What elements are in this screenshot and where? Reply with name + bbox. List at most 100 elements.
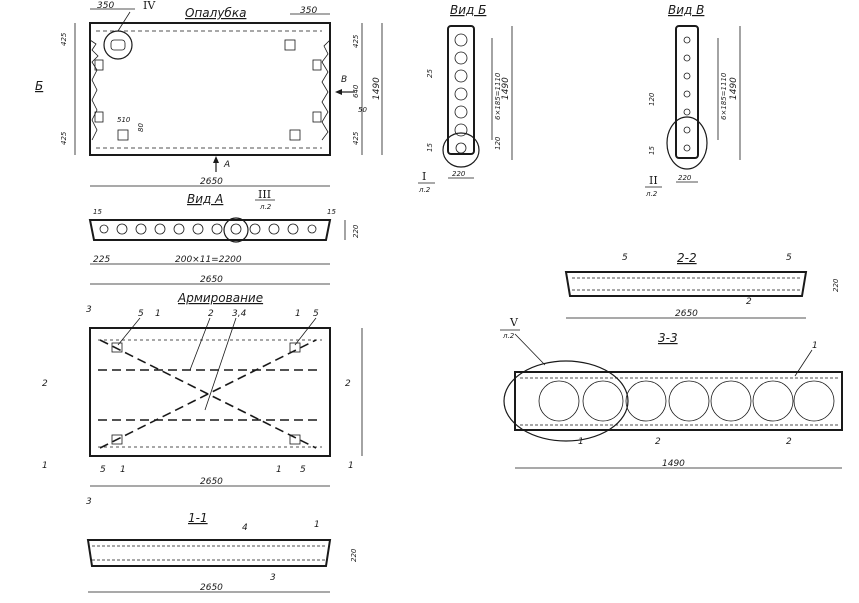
dim-220: 220	[452, 170, 466, 178]
dim-220: 220	[350, 548, 358, 562]
mark-5: 5	[313, 309, 319, 319]
mark-1: 1	[812, 341, 818, 351]
section-2-2: 2-2 5 5 2 220 2650	[564, 251, 840, 319]
view-v: Вид В 6×185=1110 1490 120 15 220 II л.2	[645, 3, 741, 198]
embed-plate	[117, 129, 129, 141]
hole	[454, 69, 468, 83]
sec33-title: 3-3	[658, 331, 678, 345]
dim-425-top-right: 425	[352, 34, 360, 48]
hole	[454, 51, 468, 65]
sec11-title: 1-1	[188, 511, 208, 525]
embed-plate	[312, 111, 322, 123]
hole	[99, 224, 109, 234]
hole	[287, 223, 299, 235]
hole	[268, 223, 280, 235]
hole	[683, 36, 691, 44]
dim-120: 120	[648, 92, 656, 106]
mark-2: 2	[208, 309, 214, 319]
dim-220: 220	[832, 278, 840, 292]
arrowhead	[335, 89, 342, 95]
section-3-bottom: 3	[86, 497, 92, 507]
hole	[455, 142, 467, 154]
lifting-loop-slot	[110, 39, 126, 51]
embed	[289, 342, 301, 353]
hole	[307, 224, 317, 234]
dim-15-left: 15	[93, 208, 102, 216]
view-b-marker: Б	[35, 79, 43, 93]
sheet-ref: л.2	[502, 332, 515, 340]
embed	[289, 434, 301, 445]
callout-v: V	[509, 316, 519, 329]
formwork-right-key	[321, 39, 331, 141]
detail-iv-circle	[103, 30, 133, 60]
arrowhead	[213, 156, 219, 163]
dim-15: 15	[648, 146, 656, 155]
view-v-marker: В	[341, 75, 347, 85]
detail-ii-circle	[666, 116, 708, 170]
formwork-view: Опалубка 350 IV 350 425 425 425 640 425 …	[35, 0, 383, 187]
dim-220: 220	[678, 174, 692, 182]
mark-3: 3	[270, 573, 276, 583]
view-a-title: Вид А	[187, 192, 223, 206]
void	[582, 380, 624, 422]
embed-plate	[94, 111, 104, 123]
section-1-right: 1	[348, 461, 354, 471]
view-b-outline	[447, 25, 475, 155]
sheet-ref: л.2	[418, 186, 431, 194]
formwork-title: Опалубка	[185, 6, 246, 20]
rebar-diagonal	[99, 339, 317, 449]
embed-plate	[94, 59, 104, 71]
view-a: Вид А III л.2 15 15 220 225 200×11=2200 …	[88, 188, 360, 285]
hole	[454, 123, 468, 137]
void	[625, 380, 667, 422]
dim-640: 640	[352, 84, 360, 98]
leader	[204, 317, 237, 411]
view-a-marker: А	[223, 160, 230, 170]
reinf-outline	[89, 327, 331, 457]
mark-2: 2	[786, 437, 792, 447]
hole	[454, 33, 468, 47]
embed	[111, 434, 123, 445]
dim-15: 15	[426, 143, 434, 152]
view-b: Вид Б 6×185=1110 1490 25 120 15 220 I л.…	[418, 3, 513, 194]
formwork-left-key	[89, 39, 99, 141]
formwork-outline	[89, 22, 331, 156]
dim-2650-s: 2650	[200, 583, 223, 593]
dim-pitch: 200×11=2200	[175, 255, 242, 265]
sec33-outline	[514, 371, 843, 431]
dim-2650: 2650	[200, 177, 223, 187]
dim-pitch: 6×185=1110	[494, 72, 502, 120]
mark-1: 1	[295, 309, 301, 319]
mark-1: 1	[276, 465, 282, 475]
void	[793, 380, 835, 422]
dim-pitch: 6×185=1110	[720, 72, 728, 120]
mark-1: 1	[314, 520, 320, 530]
leader	[189, 317, 211, 371]
hole	[116, 223, 128, 235]
dim-1490: 1490	[501, 77, 511, 100]
section-2-left: 2	[42, 379, 48, 389]
callout-iv: IV	[143, 0, 156, 12]
hole	[454, 87, 468, 101]
hole	[230, 223, 242, 235]
view-v-title: Вид В	[668, 3, 704, 17]
sec11-outline	[86, 539, 332, 567]
view-a-holes	[99, 223, 317, 235]
hole	[211, 223, 223, 235]
mark-5: 5	[100, 465, 106, 475]
mark-5: 5	[786, 253, 792, 263]
hole	[173, 223, 185, 235]
dim-220: 220	[352, 224, 360, 238]
mark-2: 2	[655, 437, 661, 447]
hole	[454, 105, 468, 119]
mark-1: 1	[578, 437, 584, 447]
dim-2650-r: 2650	[200, 477, 223, 487]
hole	[154, 223, 166, 235]
section-2-right: 2	[345, 379, 351, 389]
leader	[117, 317, 141, 346]
dim-25: 25	[426, 69, 434, 78]
leader	[294, 317, 317, 346]
mark-4: 4	[242, 523, 248, 533]
embed-plate	[312, 59, 322, 71]
mark-1: 1	[155, 309, 161, 319]
